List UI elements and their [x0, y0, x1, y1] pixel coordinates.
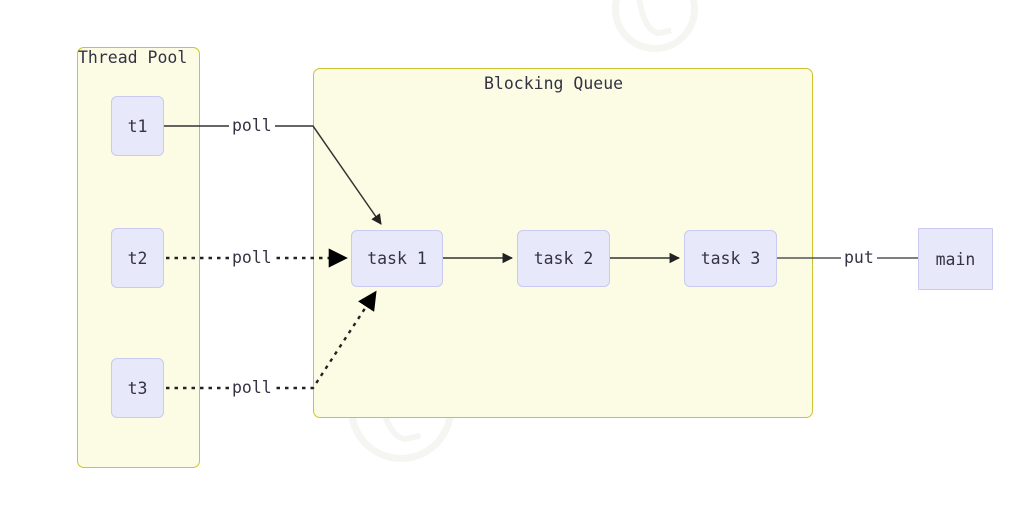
thread-node-t2[interactable]: t2	[111, 228, 164, 288]
edge-label-poll-t3: poll	[229, 379, 275, 397]
task-node-task3[interactable]: task 3	[684, 230, 777, 287]
edge-label-poll-t2: poll	[229, 249, 275, 267]
watermark-logo-top	[612, 0, 698, 52]
thread-node-t1[interactable]: t1	[111, 96, 164, 156]
thread-pool-label: Thread Pool	[78, 48, 188, 67]
edge-label-put: put	[841, 249, 877, 267]
edge-label-poll-t1: poll	[229, 117, 275, 135]
producer-node-main[interactable]: main	[918, 228, 993, 290]
blocking-queue-label: Blocking Queue	[484, 74, 624, 93]
thread-node-t3[interactable]: t3	[111, 358, 164, 418]
task-node-task1[interactable]: task 1	[351, 230, 443, 287]
task-node-task2[interactable]: task 2	[517, 230, 610, 287]
